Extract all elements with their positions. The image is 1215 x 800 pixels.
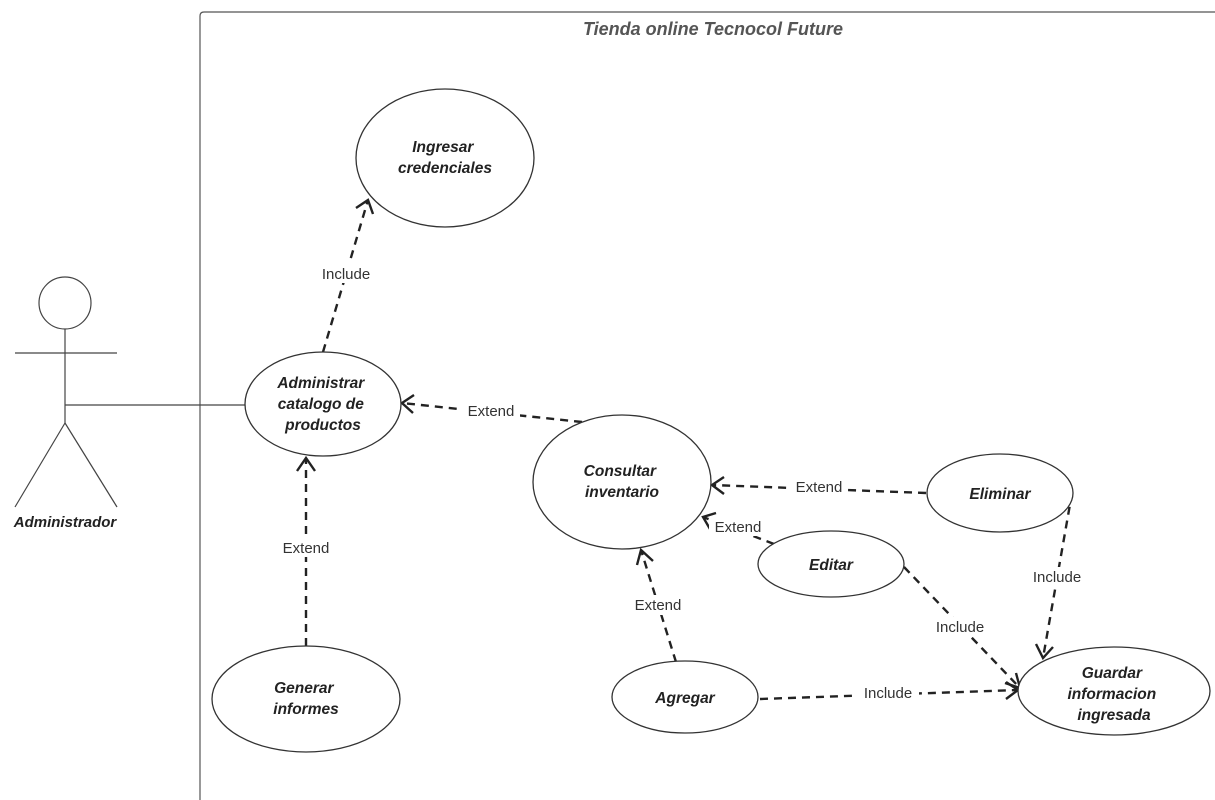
label-background: [277, 537, 335, 557]
relation-label: Include: [322, 266, 370, 283]
relation-label: Include: [864, 685, 912, 702]
label-line: Generar: [274, 680, 334, 697]
use-case-label: Consultar inventario: [584, 463, 661, 501]
use-case-label: Guardar informacion ingresada: [1067, 665, 1160, 724]
use-case-label: Editar: [809, 557, 854, 574]
relation-admin-include-credenciales: Include: [316, 198, 376, 353]
use-case-label: Generar informes: [273, 680, 339, 718]
relation-label: Extend: [715, 519, 762, 536]
system-title: Tienda online Tecnocol Future: [583, 19, 843, 39]
label-line: Guardar: [1082, 665, 1143, 682]
use-case-label: Ingresar credenciales: [398, 139, 492, 177]
relation-label: Extend: [796, 479, 843, 496]
label-background: [316, 263, 376, 283]
use-case-ellipse: [611, 660, 759, 734]
relation-editar-extend-consultar: Extend: [701, 511, 775, 546]
use-case-label: Administrar catalogo de productos: [276, 375, 368, 434]
label-background: [857, 683, 919, 703]
actor-administrador: Administrador: [13, 276, 118, 531]
use-case-ellipse: [757, 530, 905, 598]
relation-label: Include: [936, 619, 984, 636]
arrow-head: [400, 394, 415, 414]
label-background: [929, 617, 991, 637]
use-case-ellipse: [244, 351, 402, 457]
label-background: [462, 402, 520, 420]
actor-right-leg: [64, 422, 118, 508]
label-line: Ingresar: [412, 139, 474, 156]
label-line: catalogo de: [278, 396, 365, 413]
arrow-head: [635, 547, 654, 566]
use-case-eliminar: Eliminar: [926, 453, 1074, 533]
label-line: ingresada: [1077, 707, 1151, 724]
relation-label: Extend: [283, 540, 330, 557]
use-case-editar: Editar: [757, 530, 905, 598]
relation-label: Extend: [635, 597, 682, 614]
label-line: inventario: [585, 484, 659, 501]
use-case-label: Eliminar: [969, 486, 1031, 503]
relation-editar-include-guardar: Include: [903, 566, 1022, 690]
relation-consultar-extend-admin: Extend: [400, 394, 583, 424]
relation-eliminar-extend-consultar: Extend: [709, 476, 927, 496]
relation-agregar-extend-consultar: Extend: [629, 547, 687, 663]
use-case-ellipse: [211, 645, 401, 753]
use-case-ellipse: [532, 414, 712, 550]
label-background: [709, 518, 767, 536]
arrow-head: [296, 455, 316, 472]
use-case-label: Agregar: [654, 690, 715, 707]
arrow-head: [1034, 643, 1054, 661]
use-case-ingresar-credenciales: Ingresar credenciales: [355, 88, 535, 228]
relation-label: Include: [1033, 569, 1081, 586]
use-case-ellipse: [355, 88, 535, 228]
relation-generar-extend-admin: Extend: [277, 455, 335, 646]
relation-label: Extend: [468, 403, 515, 420]
dashed-line: [711, 483, 927, 495]
dashed-line: [321, 199, 370, 353]
arrow-head: [355, 198, 375, 215]
arrow-head: [701, 511, 717, 530]
actor-name: Administrador: [13, 514, 118, 531]
arrow-head: [709, 476, 725, 495]
actor-left-leg: [14, 422, 66, 508]
label-background: [1026, 567, 1088, 587]
use-case-agregar: Agregar: [611, 660, 759, 734]
use-case-ellipse: [926, 453, 1074, 533]
relation-agregar-include-guardar: Include: [759, 681, 1021, 703]
label-line: Administrar: [276, 375, 365, 392]
label-background: [629, 595, 687, 615]
use-case-generar-informes: Generar informes: [211, 645, 401, 753]
use-case-ellipse: [1017, 646, 1211, 736]
use-case-administrar-catalogo: Administrar catalogo de productos: [244, 351, 402, 457]
label-background: [790, 478, 848, 496]
actor-head: [38, 276, 92, 330]
label-line: productos: [284, 417, 361, 434]
label-line: Consultar: [584, 463, 657, 480]
use-case-guardar-informacion: Guardar informacion ingresada: [1017, 646, 1211, 736]
label-line: credenciales: [398, 160, 492, 177]
use-case-consultar-inventario: Consultar inventario: [532, 414, 712, 550]
relation-eliminar-include-guardar: Include: [1026, 492, 1088, 661]
system-boundary: [199, 11, 1215, 800]
label-line: informacion: [1067, 686, 1156, 703]
label-line: informes: [273, 701, 339, 718]
